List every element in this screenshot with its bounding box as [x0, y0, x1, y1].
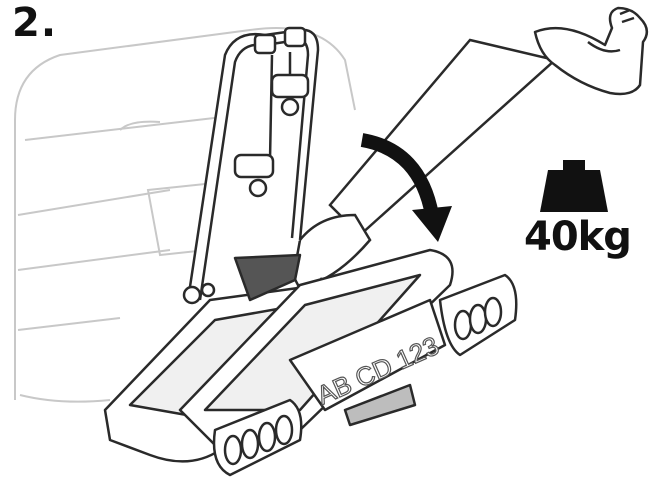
bike-carrier: [103, 26, 518, 477]
step-number: 2.: [12, 0, 58, 46]
curved-arrow-icon: [360, 133, 452, 242]
flexed-arm-icon: [533, 6, 649, 96]
weight-icon: [540, 160, 608, 212]
weight-label: 40kg: [524, 214, 632, 260]
hand-illustration: [290, 38, 558, 289]
